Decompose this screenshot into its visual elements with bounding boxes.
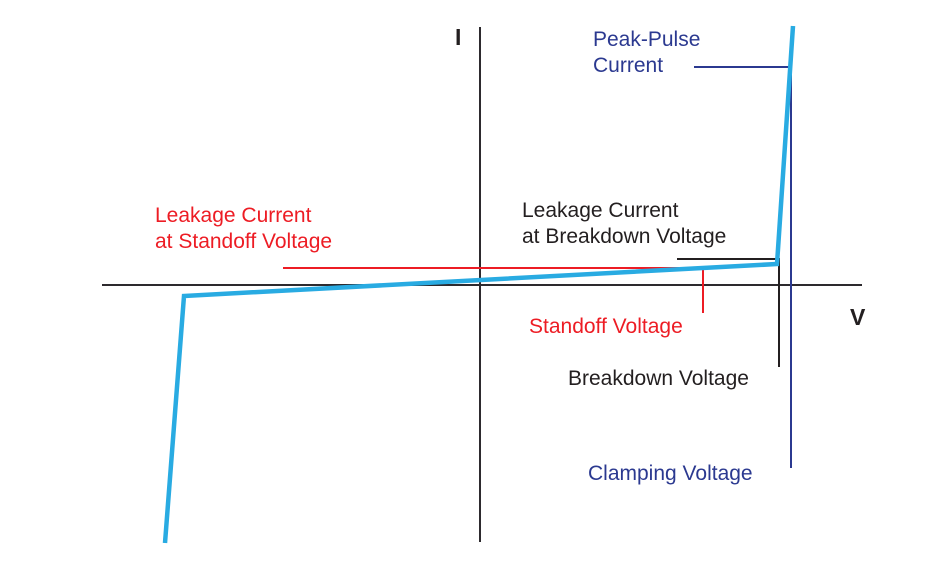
breakdown-leader-line — [677, 258, 780, 367]
breakdown-voltage-label: Breakdown Voltage — [568, 367, 749, 390]
clamping-voltage-label: Clamping Voltage — [588, 462, 753, 485]
leakage-current-breakdown-label-line1: Leakage Current — [522, 199, 679, 222]
y-axis-label: I — [455, 24, 462, 50]
leakage-current-breakdown-label-line2: at Breakdown Voltage — [522, 225, 727, 248]
leakage-current-standoff-label-line2: at Standoff Voltage — [155, 230, 333, 253]
peak-pulse-current-label-line1: Peak-Pulse — [593, 28, 701, 51]
standoff-leader-line — [283, 267, 704, 313]
peak-pulse-current-label-line2: Current — [593, 54, 664, 77]
x-axis-label: V — [850, 304, 866, 330]
standoff-voltage-label: Standoff Voltage — [529, 315, 683, 338]
leakage-current-standoff-label: Leakage Current at Standoff Voltage — [155, 203, 332, 255]
iv-curve — [162, 25, 796, 544]
leakage-current-breakdown-label: Leakage Current at Breakdown Voltage — [522, 198, 726, 250]
leakage-current-standoff-label-line1: Leakage Current — [155, 204, 312, 227]
peak-pulse-current-label: Peak-Pulse Current — [593, 27, 700, 79]
